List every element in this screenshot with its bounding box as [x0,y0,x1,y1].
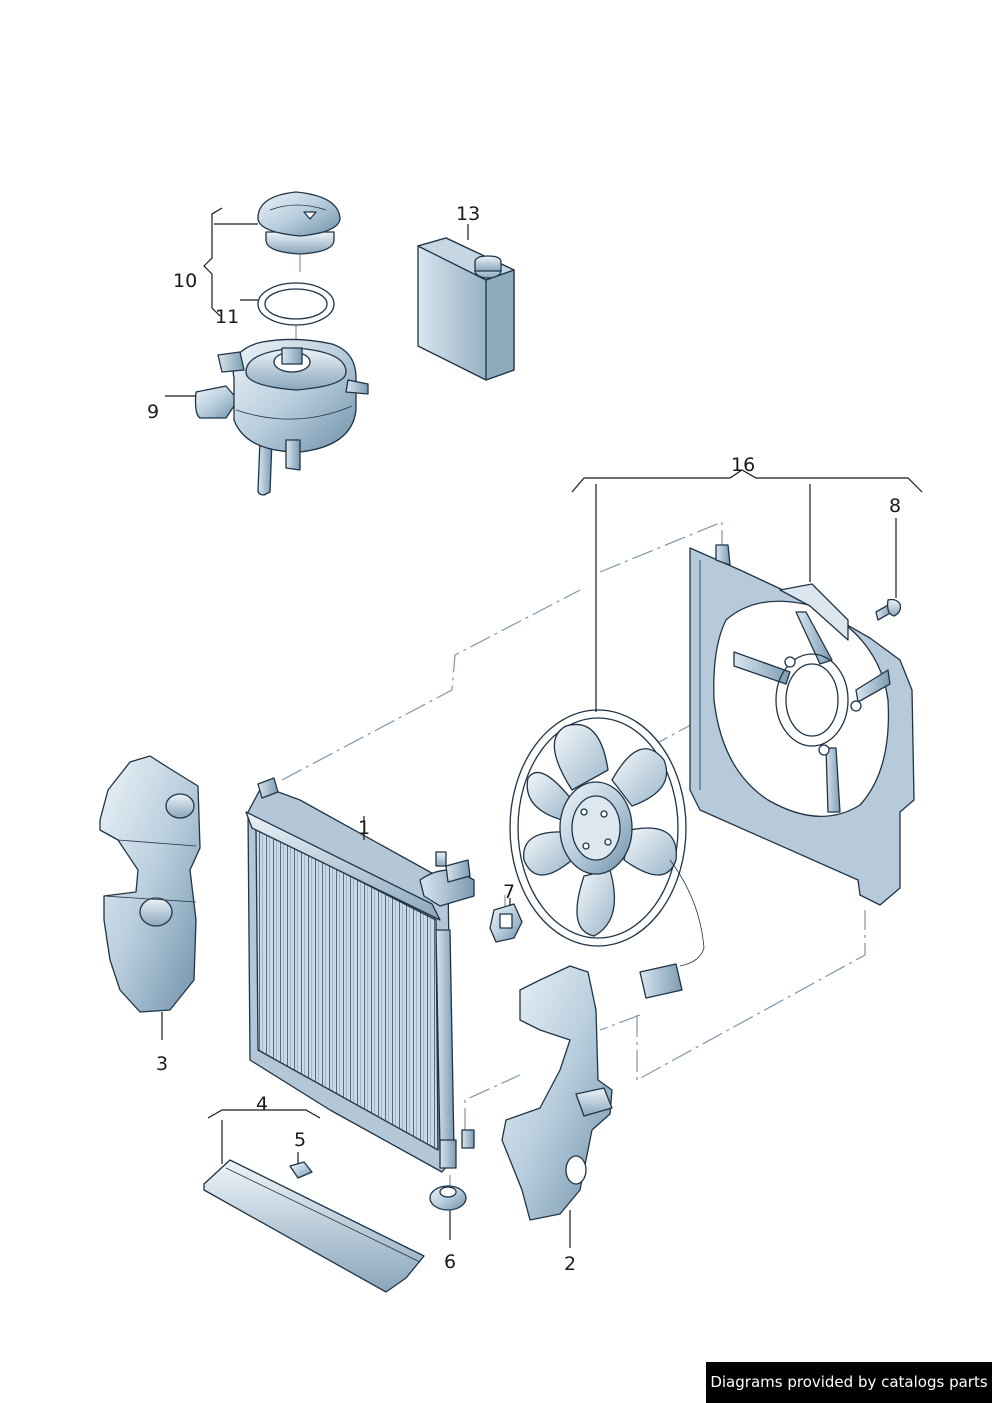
callout-4: 4 [256,1093,268,1115]
provider-credit-banner: Diagrams provided by catalogs parts [706,1362,992,1403]
clip [289,1161,313,1179]
expansion-tank [194,338,369,496]
callout-16: 16 [731,454,755,476]
radiator [245,777,475,1173]
bracket-small [489,903,523,943]
air-guide-right [501,965,613,1221]
fan-wheel [509,709,705,999]
callout-6: 6 [444,1251,456,1273]
leader-lines [161,207,923,1248]
callout-labels: 1 2 3 4 5 6 7 8 9 10 11 13 16 [147,203,901,1275]
air-guide-left [99,755,201,1013]
callout-7: 7 [503,881,515,903]
bolt [875,598,902,621]
callout-8: 8 [889,495,901,517]
seal-strip [203,1159,425,1293]
callout-1: 1 [358,817,370,839]
callout-9: 9 [147,401,159,423]
rubber-mount [429,1185,467,1211]
callout-2: 2 [564,1253,576,1275]
seal-ring [257,282,335,326]
callout-3: 3 [156,1053,168,1075]
fan-shroud [689,544,915,906]
filler-cap [257,191,341,255]
callout-5: 5 [294,1129,306,1151]
callout-10: 10 [173,270,197,292]
callout-13: 13 [456,203,480,225]
callout-11: 11 [215,306,239,328]
coolant-canister [417,237,515,381]
